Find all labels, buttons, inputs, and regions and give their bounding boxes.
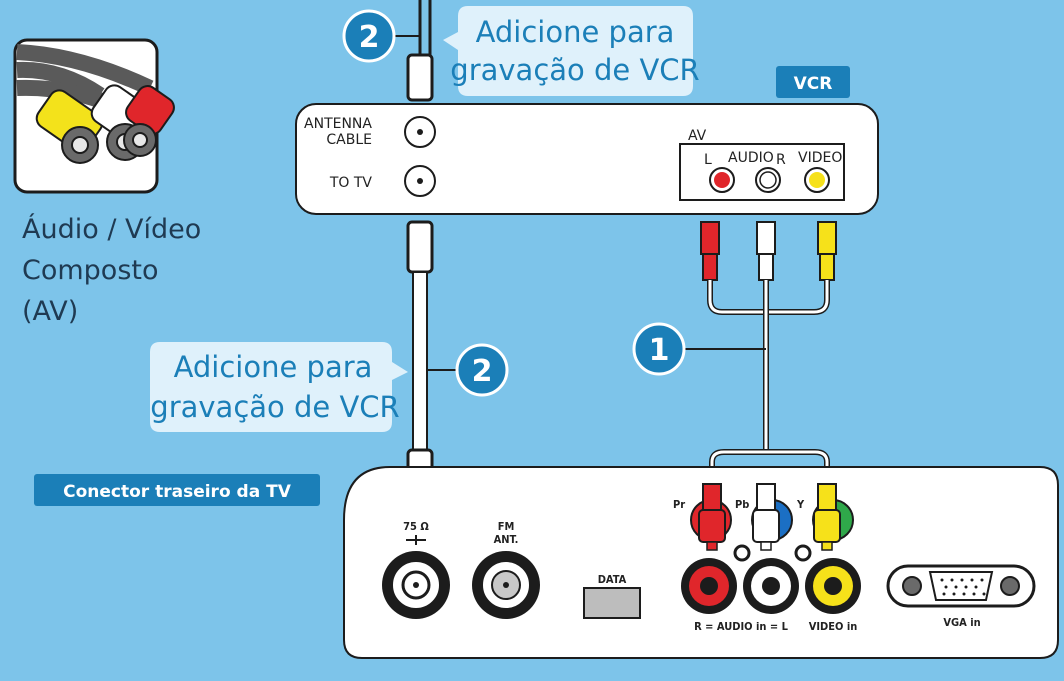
upper-yellow-plug <box>817 221 837 281</box>
step-2-top-badge: 2 <box>342 9 396 63</box>
tv-pb-label: Pb <box>735 498 749 511</box>
step-2-left-number: 2 <box>472 354 493 389</box>
callout-left: Adicione para gravação de VCR <box>150 342 408 432</box>
tv-data-port <box>583 587 641 619</box>
upper-red-plug <box>700 221 720 281</box>
tv-fm-label-1: FM <box>498 520 515 533</box>
vcr-video-label: VIDEO <box>798 150 842 166</box>
tv-vga-port <box>886 564 1036 608</box>
vcr-audio-label: AUDIO <box>728 150 774 166</box>
caption-line-3: (AV) <box>22 296 78 327</box>
step-2-left-badge: 2 <box>455 343 509 397</box>
tv-badge-text: Conector traseiro da TV <box>63 482 292 502</box>
tv-audio-r-jack <box>681 558 737 614</box>
caption-line-1: Áudio / Vídeo <box>22 213 201 245</box>
tv-data-label: DATA <box>598 573 627 586</box>
vcr-audio-r-jack <box>755 167 781 193</box>
vcr-antenna-port <box>404 116 436 148</box>
tv-rear-panel: 75 Ω FM ANT. DATA Pr Pb Y <box>343 466 1059 659</box>
vcr-totv-label: TO TV <box>329 175 373 191</box>
vcr-antenna-label-1: ANTENNA <box>304 116 372 132</box>
tv-fm-port <box>472 551 540 619</box>
tv-badge: Conector traseiro da TV <box>34 474 320 506</box>
vcr-av-label: AV <box>688 128 707 144</box>
av-cable-thumbnail <box>13 38 175 194</box>
tv-pr-label: Pr <box>673 498 685 511</box>
callout-top: Adicione para gravação de VCR <box>443 6 700 96</box>
tv-small-hole-1 <box>733 544 751 562</box>
tv-fm-label-2: ANT. <box>494 533 519 546</box>
tv-75ohm-label: 75 Ω <box>403 520 429 533</box>
callout-top-line-1: Adicione para <box>476 15 675 49</box>
vcr-antenna-label-2: CABLE <box>326 132 372 148</box>
vcr-audio-l-jack <box>709 167 735 193</box>
vcr-badge-text: VCR <box>794 74 833 94</box>
step-1-badge: 1 <box>632 322 686 376</box>
vcr-totv-port <box>404 165 436 197</box>
step-2-top-number: 2 <box>359 20 380 55</box>
vcr-video-jack <box>804 167 830 193</box>
tv-video-in-label: VIDEO in <box>809 620 858 633</box>
tv-vga-label: VGA in <box>943 616 980 629</box>
av-cable-upper <box>684 221 837 484</box>
av-cable-caption: Áudio / Vídeo Composto (AV) <box>22 213 201 327</box>
caption-line-2: Composto <box>22 255 159 286</box>
thumb-red-plug <box>123 85 175 157</box>
lower-white-plug <box>752 483 780 551</box>
tv-75ohm-port <box>382 551 450 619</box>
lower-yellow-plug <box>813 483 841 551</box>
thumb-yellow-plug <box>35 89 104 164</box>
vcr-r-label: R <box>776 152 786 168</box>
vcr-panel: ANTENNA CABLE TO TV AV L AUDIO R VIDEO <box>295 103 879 215</box>
tv-audio-in-label: R = AUDIO in = L <box>694 620 789 633</box>
vcr-l-label: L <box>704 152 712 168</box>
lower-red-plug <box>698 483 726 551</box>
callout-left-line-1: Adicione para <box>174 350 373 384</box>
tv-y-label: Y <box>796 498 805 511</box>
tv-small-hole-2 <box>794 544 812 562</box>
vcr-badge: VCR <box>776 66 850 98</box>
tv-audio-l-jack <box>743 558 799 614</box>
antenna-cable-middle <box>406 220 458 500</box>
tv-video-in-jack <box>805 558 861 614</box>
callout-top-line-2: gravação de VCR <box>450 53 699 87</box>
callout-left-line-2: gravação de VCR <box>150 390 399 424</box>
antenna-cable-top <box>392 0 434 102</box>
upper-white-plug <box>756 221 776 281</box>
step-1-number: 1 <box>649 333 670 368</box>
